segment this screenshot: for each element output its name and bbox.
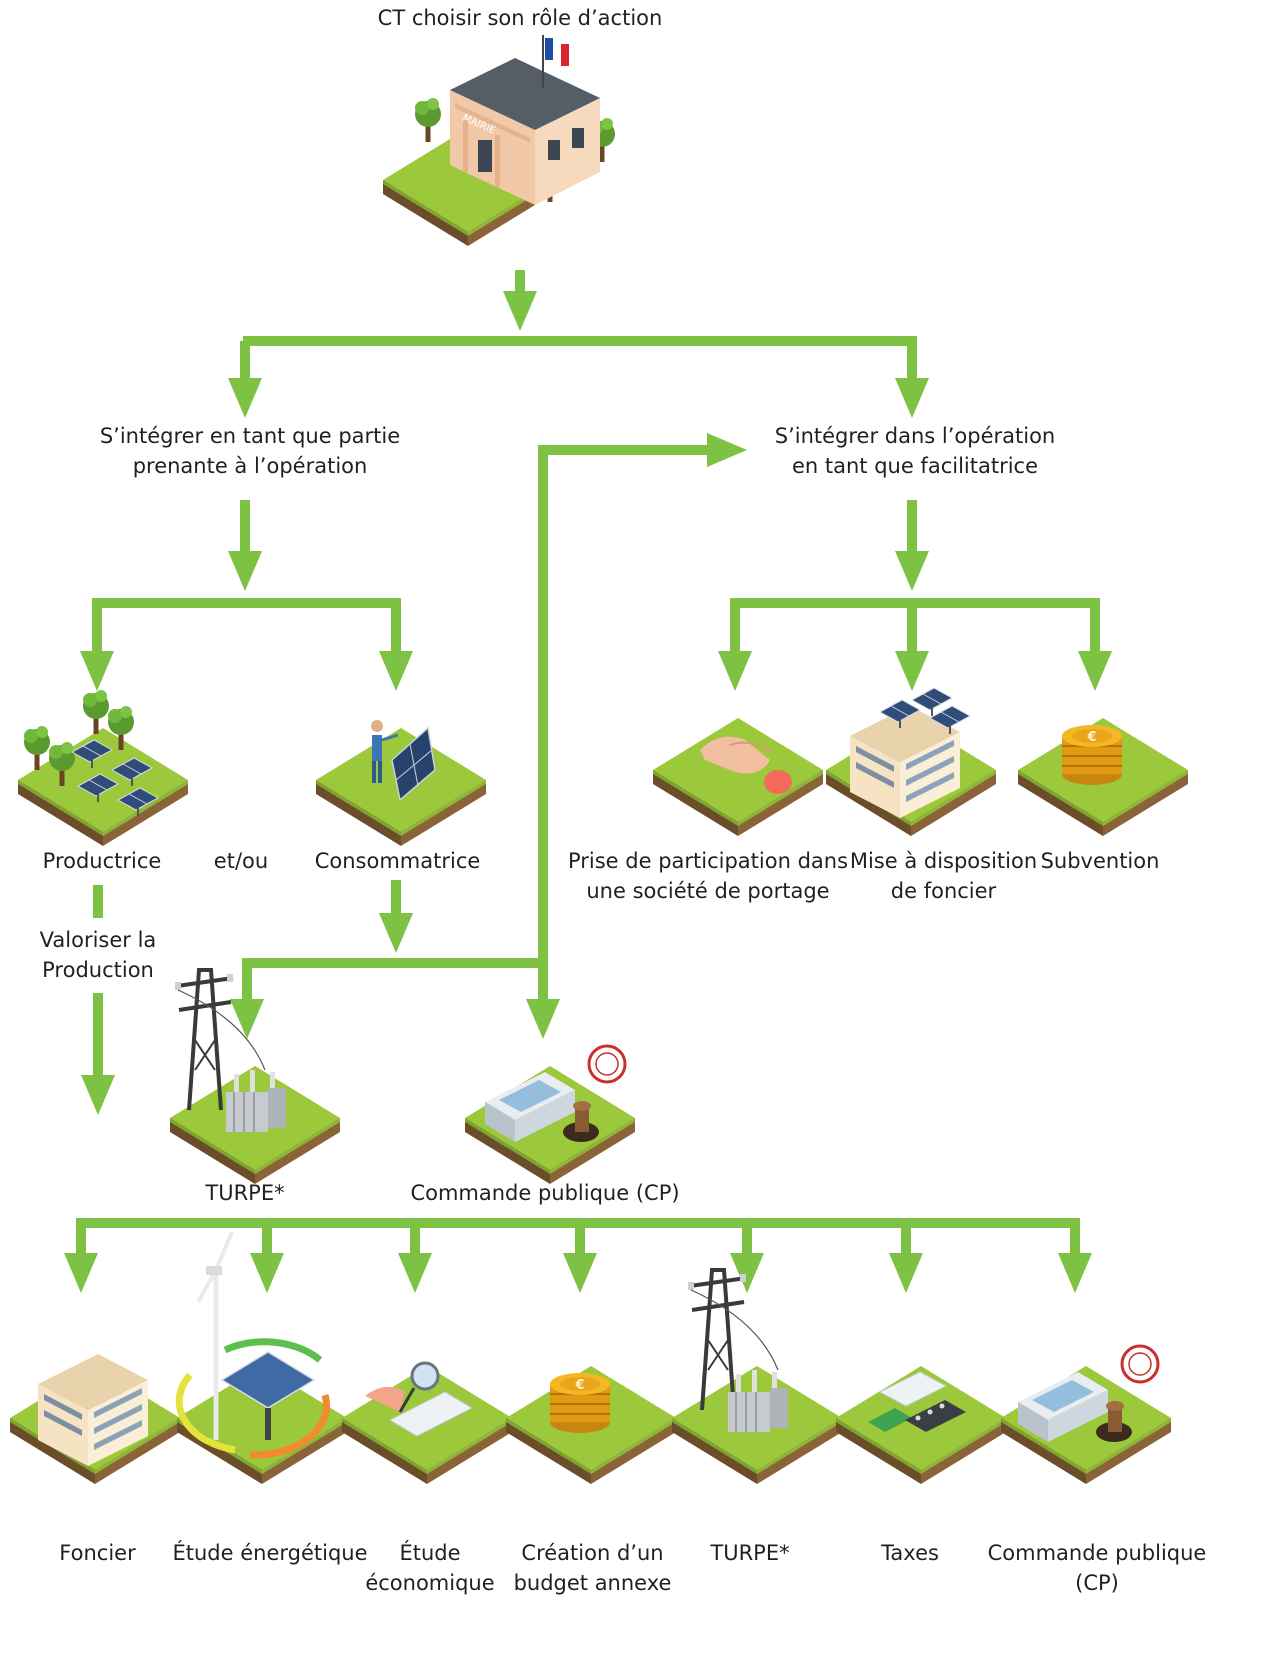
- role-consumer-label: Consommatrice: [314, 849, 481, 873]
- consumer-lever-turpe: TURPE*: [205, 1181, 285, 1205]
- solar-farm-illustration: [18, 690, 188, 846]
- budget-coins-illustration: [506, 1366, 676, 1484]
- bottom-lever-etude-economique: Étude économique: [365, 1541, 495, 1595]
- solar-building-illustration: [826, 687, 996, 836]
- technician-solar-panel-illustration: [316, 720, 486, 846]
- bottom-lever-turpe: TURPE*: [710, 1541, 790, 1565]
- bottom-lever-commande-publique: Commande publique (CP): [987, 1541, 1207, 1595]
- taxes-calculator-illustration: [836, 1366, 1006, 1484]
- facilitator-option-participation: Prise de participation dans une société …: [567, 849, 849, 903]
- valorize-production-label: Valoriser la Production: [39, 928, 157, 982]
- bottom-lever-foncier: Foncier: [59, 1541, 136, 1565]
- document-stamp-illustration: [465, 1044, 635, 1184]
- bottom-lever-taxes: Taxes: [881, 1541, 939, 1565]
- branch-facilitator-label: S’intégrer dans l’opération en tant que …: [774, 424, 1056, 478]
- diagram-title: CT choisir son rôle d’action: [377, 6, 663, 30]
- bottom-lever-budget-annexe: Création d’un budget annexe: [513, 1541, 672, 1595]
- facilitator-option-subsidy: Subvention: [1040, 849, 1160, 873]
- economic-study-illustration: [342, 1361, 512, 1484]
- land-building-illustration: [10, 1354, 180, 1484]
- document-stamp-illustration-bottom: [1001, 1344, 1171, 1484]
- role-and-or-label: et/ou: [213, 849, 269, 873]
- handshake-illustration: [653, 718, 823, 836]
- branch-stakeholder-label: S’intégrer en tant que partie prenante à…: [99, 424, 401, 478]
- arrow-up-to-facilitator: [538, 432, 747, 963]
- facilitator-option-land: Mise à disposition de foncier: [849, 849, 1038, 903]
- energy-study-illustration: [175, 1231, 347, 1484]
- town-hall-illustration: MAIRIE: [383, 35, 615, 246]
- consumer-lever-public-order: Commande publique (CP): [410, 1181, 680, 1205]
- role-producer-label: Productrice: [42, 849, 162, 873]
- power-line-transformer-illustration: [170, 968, 340, 1184]
- bottom-lever-etude-energetique: Étude énergétique: [172, 1541, 368, 1565]
- coins-illustration: [1018, 718, 1188, 836]
- power-line-transformer-illustration-bottom: [672, 1268, 842, 1484]
